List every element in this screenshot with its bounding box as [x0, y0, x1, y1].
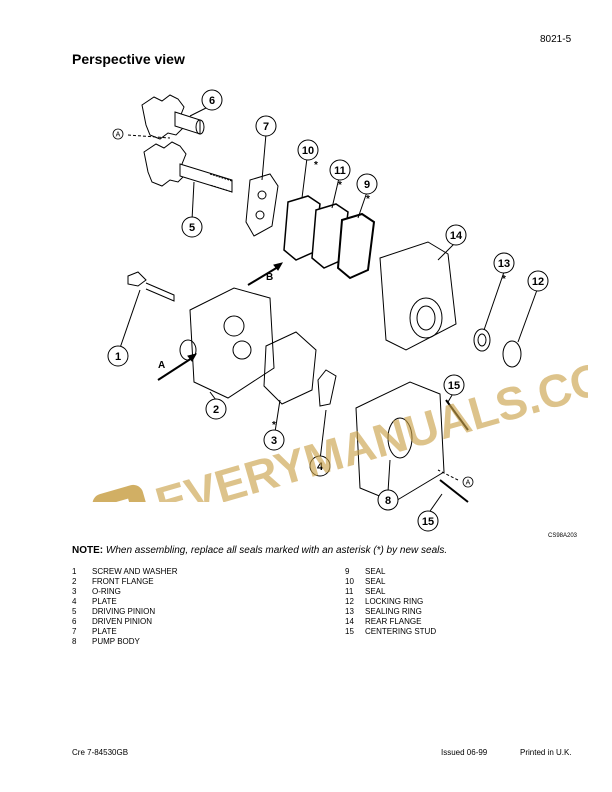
asterisk-10: *	[314, 160, 318, 171]
svg-text:15: 15	[448, 380, 460, 392]
plate-4-part	[317, 369, 337, 407]
figure-code: CS98A203	[548, 533, 578, 539]
callout-10: 10	[297, 139, 319, 161]
footer-issued: Issued 06-99	[441, 748, 488, 757]
screw-part	[127, 271, 147, 287]
view-label-a: A	[158, 360, 165, 371]
sealing-ring-part	[473, 328, 491, 352]
svg-text:4: 4	[317, 461, 324, 473]
callout-15-upper: 15	[443, 374, 465, 396]
page-number: 8021-5	[540, 34, 572, 45]
seal-9-part	[336, 212, 376, 280]
callout-5: 5	[181, 216, 203, 238]
assembly-note: NOTE: When assembling, replace all seals…	[72, 545, 447, 556]
svg-text:2: 2	[213, 404, 219, 416]
circled-a-upper: A	[112, 128, 124, 140]
note-label: NOTE:	[72, 545, 104, 556]
svg-text:11: 11	[334, 165, 346, 177]
callout-6: 6	[201, 89, 223, 111]
svg-text:14: 14	[450, 230, 463, 242]
callout-15-lower: 15	[417, 510, 439, 532]
arrow-a	[157, 357, 193, 381]
callout-1: 1	[107, 345, 129, 367]
footer-printed: Printed in U.K.	[520, 748, 572, 757]
svg-text:A: A	[466, 480, 471, 487]
front-flange-part	[189, 287, 275, 399]
svg-text:5: 5	[189, 222, 195, 234]
asterisk-13: *	[502, 274, 506, 285]
callout-3: 3	[263, 429, 285, 451]
svg-text:7: 7	[263, 121, 269, 133]
view-label-b: B	[266, 272, 273, 283]
svg-text:9: 9	[364, 179, 370, 191]
callout-4: 4	[309, 455, 331, 477]
locking-ring-part	[502, 340, 522, 368]
callout-14: 14	[445, 224, 467, 246]
footer-doc-ref: Cre 7-84530GB	[72, 748, 129, 757]
section-title: Perspective view	[72, 51, 185, 67]
callout-11: 11	[329, 159, 351, 181]
asterisk-11: *	[338, 180, 342, 191]
plate-7-part	[245, 173, 279, 237]
driving-pinion-part	[143, 141, 233, 193]
callout-9: 9	[356, 173, 378, 195]
svg-text:13: 13	[498, 258, 510, 270]
svg-text:10: 10	[302, 145, 314, 157]
svg-text:12: 12	[532, 276, 544, 288]
circled-a-lower: A	[462, 476, 474, 488]
callout-13: 13	[493, 252, 515, 274]
callout-12: 12	[527, 270, 549, 292]
callout-8: 8	[377, 489, 399, 511]
svg-text:6: 6	[209, 95, 215, 107]
rear-flange-part	[379, 241, 457, 351]
svg-text:A: A	[116, 132, 121, 139]
asterisk-9: *	[366, 194, 370, 205]
svg-text:15: 15	[422, 516, 434, 528]
asterisk-3: *	[272, 420, 276, 431]
note-text: When assembling, replace all seals marke…	[105, 545, 448, 556]
exploded-pump-diagram: 6 7 10 11 9 5 14 13 12 1 2 3 4 8 15 15 B…	[107, 89, 549, 532]
o-ring-part	[263, 331, 317, 405]
stud-lower-part	[439, 479, 469, 503]
svg-text:8: 8	[385, 495, 391, 507]
arrow-b	[247, 266, 279, 286]
driven-pinion-part	[141, 94, 205, 140]
callout-2: 2	[205, 398, 227, 420]
callout-group: 6 7 10 11 9 5 14 13 12 1 2 3 4 8 15 15	[107, 89, 549, 532]
svg-text:3: 3	[271, 435, 277, 447]
svg-text:1: 1	[115, 351, 121, 363]
pump-body-part	[355, 381, 445, 503]
stud-upper-part	[445, 399, 469, 431]
callout-7: 7	[255, 115, 277, 137]
